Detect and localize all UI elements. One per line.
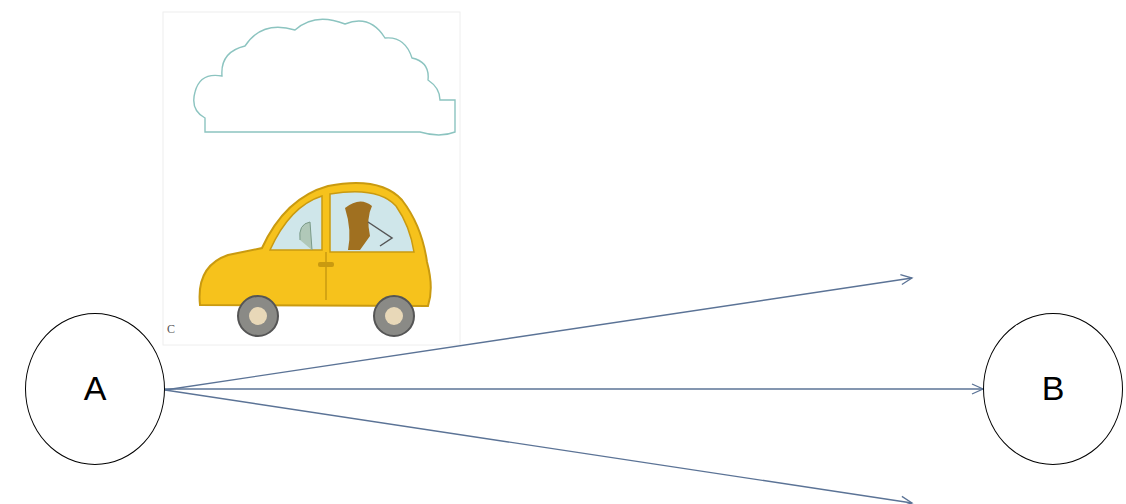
front-hub <box>385 307 403 325</box>
fan-arrow-down <box>165 390 912 503</box>
illustration-frame <box>163 12 460 345</box>
rear-window <box>270 196 322 250</box>
rear-wheel <box>238 296 278 336</box>
artist-mark: C <box>167 322 175 337</box>
car-body <box>200 183 431 306</box>
car-illustration <box>163 12 460 345</box>
door-line <box>325 252 327 300</box>
rear-hub <box>249 307 267 325</box>
front-window <box>330 192 414 252</box>
node-label: A <box>84 370 107 407</box>
fan-arrow-up <box>165 278 912 390</box>
driver-arm <box>368 222 392 246</box>
circle-node: B <box>983 313 1123 465</box>
arrow-connector <box>165 388 983 389</box>
driver-hair <box>345 201 372 250</box>
cloud-outline <box>194 19 455 135</box>
seat <box>300 222 312 250</box>
front-wheel <box>374 296 414 336</box>
node-label: B <box>1042 370 1065 407</box>
edge-layer <box>165 389 983 390</box>
circle-node: A <box>25 313 165 465</box>
